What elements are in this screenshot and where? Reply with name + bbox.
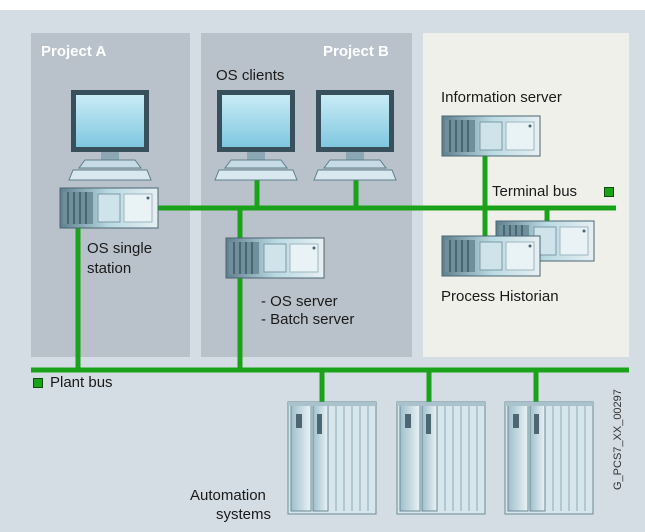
bus-marker-icon: [33, 378, 43, 388]
plant-bus-label: Plant bus: [50, 374, 113, 391]
project-b-panel: [201, 33, 412, 357]
bus-marker-icon: [604, 187, 614, 197]
document-id: G_PCS7_XX_00297: [612, 389, 624, 490]
plant-bus-lines: [31, 228, 629, 402]
batch-server-label: - Batch server: [261, 311, 355, 328]
os-clients-label: OS clients: [216, 67, 285, 84]
terminal-bus-lines: [122, 156, 616, 370]
os-server-label: - OS server: [261, 293, 338, 310]
os-single-station-label-1: OS single: [87, 240, 153, 257]
plc-rack-icon: [396, 401, 486, 515]
monitor-icon: [214, 89, 298, 181]
project-b-title: Project B: [323, 43, 389, 60]
process-historian-label: Process Historian: [441, 288, 559, 305]
server-icon: [441, 235, 541, 277]
monitor-icon: [68, 89, 152, 181]
automation-systems-label-2: systems: [216, 506, 272, 523]
plc-rack-icon: [504, 401, 594, 515]
monitor-icon: [313, 89, 397, 181]
os-single-station-label-2: station: [87, 260, 132, 277]
server-icon: [59, 187, 159, 229]
server-icon: [225, 237, 325, 279]
terminal-bus-label: Terminal bus: [492, 183, 578, 200]
server-icon: [441, 115, 541, 157]
automation-systems-label-1: Automation: [190, 487, 266, 504]
server-area-panel: [423, 33, 629, 357]
project-a-title: Project A: [41, 43, 107, 60]
plc-rack-icon: [287, 401, 377, 515]
information-server-label: Information server: [441, 89, 562, 106]
